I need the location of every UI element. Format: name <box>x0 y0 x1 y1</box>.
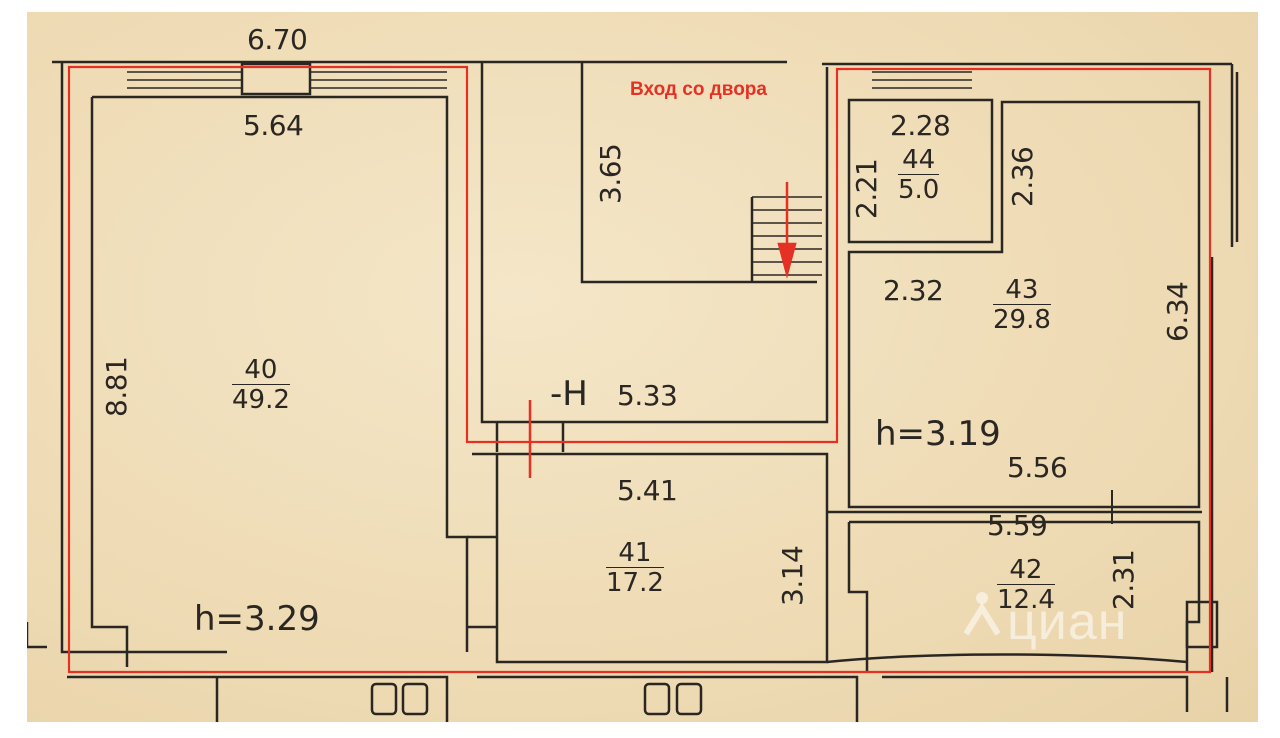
floor-plan-drawing <box>27 60 1239 722</box>
room-number: 43 <box>993 277 1051 305</box>
room-number: 42 <box>997 557 1055 585</box>
room-number: 41 <box>606 540 664 568</box>
room-area: 5.0 <box>898 175 940 205</box>
room-44-label: 44 5.0 <box>898 147 940 205</box>
red-boundary-outline <box>67 65 1212 674</box>
entrance-arrow-icon <box>777 182 797 279</box>
room-area: 29.8 <box>993 305 1051 335</box>
room-area: 12.4 <box>997 585 1055 615</box>
room-40-height: h=3.29 <box>194 599 320 639</box>
dim-room44-width: 2.28 <box>890 109 951 142</box>
dim-room41-depth: 3.14 <box>776 545 809 606</box>
room-area: 17.2 <box>606 568 664 598</box>
room-area: 49.2 <box>232 385 290 415</box>
room-number: 44 <box>898 147 940 175</box>
room-number: 40 <box>232 357 290 385</box>
room-43-label: 43 29.8 <box>993 277 1051 333</box>
dim-room43-length: 6.34 <box>1161 281 1194 342</box>
room-40-label: 40 49.2 <box>232 357 290 413</box>
entrance-label: Вход со двора <box>630 79 767 100</box>
watermark: циан <box>1007 593 1128 651</box>
dim-room41-width: 5.41 <box>617 474 678 507</box>
dim-room40-length: 8.81 <box>100 356 133 417</box>
walls <box>27 60 1239 722</box>
dim-room43-left: 2.32 <box>883 274 944 307</box>
dim-stair-hall: 3.65 <box>594 143 627 204</box>
corridor-marker: -Н <box>550 374 588 414</box>
floor-plan-sheet: Вход со двора -Н 6.70 5.64 8.81 3.65 5.3… <box>27 12 1258 722</box>
room-43-height: h=3.19 <box>875 414 1001 454</box>
dim-room44-depth: 2.21 <box>850 158 883 219</box>
dim-corridor: 5.33 <box>617 379 678 412</box>
dim-top-total: 6.70 <box>247 23 308 56</box>
room-41-label: 41 17.2 <box>606 540 664 596</box>
dim-room43-upper: 2.36 <box>1006 146 1039 207</box>
dim-room43-width: 5.56 <box>1007 451 1068 484</box>
dim-room40-width: 5.64 <box>243 109 304 142</box>
room-42-label: 42 12.4 <box>997 557 1055 613</box>
dim-room42-width: 5.59 <box>987 509 1048 542</box>
cian-logo-icon <box>963 592 1001 636</box>
